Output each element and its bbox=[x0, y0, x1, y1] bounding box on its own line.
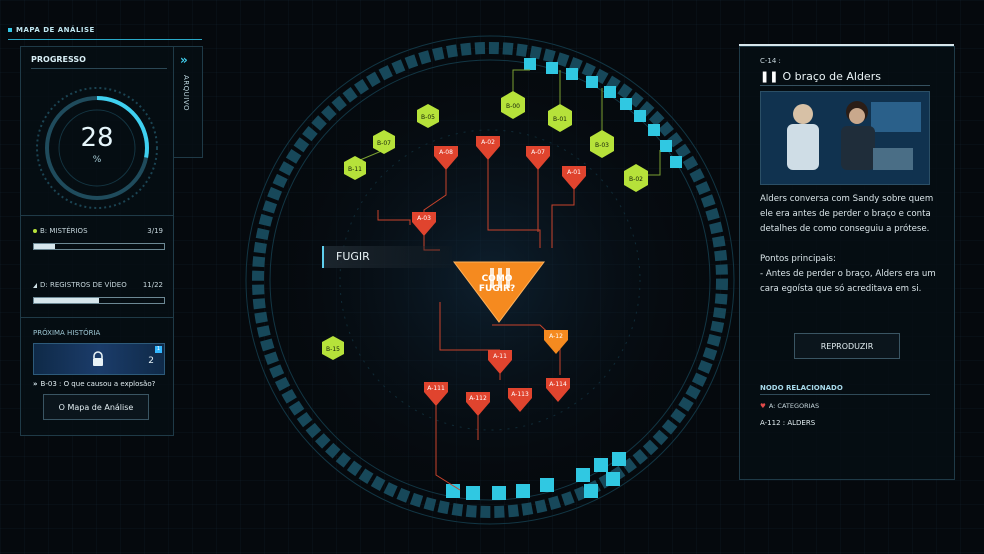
node-b-05[interactable]: B-05 bbox=[417, 104, 439, 128]
play-button[interactable]: REPRODUZIR bbox=[794, 333, 900, 359]
node-a-114[interactable]: A-114 bbox=[546, 378, 570, 402]
stat-mysteries-count: 3/19 bbox=[147, 227, 163, 235]
panel-separator bbox=[21, 215, 173, 216]
svg-text:A-03: A-03 bbox=[417, 215, 431, 222]
node-b-03[interactable]: B-03 bbox=[590, 130, 614, 158]
progress-value: 28 bbox=[80, 123, 114, 153]
next-story-badge: 1 bbox=[155, 346, 162, 353]
center-ring bbox=[339, 129, 641, 431]
inner-ring-line bbox=[269, 59, 711, 501]
next-story-title: PRÓXIMA HISTÓRIA bbox=[33, 329, 101, 337]
svg-text:B-00: B-00 bbox=[506, 103, 520, 110]
svg-text:A-12: A-12 bbox=[549, 333, 563, 340]
svg-text:B-05: B-05 bbox=[421, 114, 435, 121]
thumbnail-scene bbox=[761, 92, 929, 184]
heart-icon: ♥ bbox=[760, 402, 766, 410]
next-story-card[interactable]: 2 1 bbox=[33, 343, 165, 375]
video-thumbnail[interactable] bbox=[760, 91, 930, 185]
stat-videos-label: D: REGISTROS DE VÍDEO bbox=[33, 281, 127, 289]
header-label: MAPA DE ANÁLISE bbox=[8, 26, 95, 34]
double-chevron-right-icon: » bbox=[180, 53, 188, 67]
ring-lit-blocks bbox=[446, 58, 682, 500]
progress-gauge: 28 % bbox=[32, 83, 162, 213]
node-b-02[interactable]: B-02 bbox=[624, 164, 648, 192]
progress-title-line bbox=[31, 68, 167, 69]
progress-unit: % bbox=[92, 155, 102, 165]
outer-ring bbox=[252, 42, 728, 518]
svg-text:B-03: B-03 bbox=[595, 142, 609, 149]
detail-title-line bbox=[760, 85, 930, 86]
svg-text:B-07: B-07 bbox=[377, 140, 391, 147]
header-rule bbox=[8, 39, 202, 40]
progress-title: PROGRESSO bbox=[31, 55, 86, 64]
outer-ring-line bbox=[245, 35, 735, 525]
left-panel: PROGRESSO 28 % B: MISTÉRIOS 3/19 D: REGI… bbox=[20, 46, 174, 436]
node-b-01[interactable]: B-01 bbox=[548, 104, 572, 132]
svg-text:A-113: A-113 bbox=[511, 391, 529, 398]
stat-mysteries-label: B: MISTÉRIOS bbox=[33, 227, 88, 235]
fugir-label-box[interactable]: FUGIR bbox=[322, 246, 452, 268]
node-b-00[interactable]: B-00 bbox=[501, 91, 525, 119]
svg-text:B-01: B-01 bbox=[553, 116, 567, 123]
related-title-line bbox=[760, 394, 930, 395]
pause-icon: ❚❚ bbox=[760, 70, 779, 83]
video-icon bbox=[33, 282, 37, 288]
related-category: ♥A: CATEGORIAS bbox=[760, 402, 820, 410]
next-story-description[interactable]: »B-03 : O que causou a explosão? bbox=[33, 380, 156, 388]
svg-text:A-112: A-112 bbox=[469, 395, 487, 402]
stat-mysteries-bar-fill bbox=[34, 244, 55, 249]
svg-text:B-11: B-11 bbox=[348, 166, 362, 173]
fugir-label: FUGIR bbox=[336, 250, 370, 263]
panel-separator bbox=[21, 317, 173, 318]
svg-text:B-02: B-02 bbox=[629, 176, 643, 183]
node-a-08[interactable]: A-08 bbox=[434, 146, 458, 170]
node-a-07[interactable]: A-07 bbox=[526, 146, 550, 170]
svg-text:A-08: A-08 bbox=[439, 149, 453, 156]
node-a-02[interactable]: A-02 bbox=[476, 136, 500, 160]
node-b-15[interactable]: B-15 bbox=[322, 336, 344, 360]
stat-mysteries-bar bbox=[33, 243, 165, 250]
node-a-01[interactable]: A-01 bbox=[562, 166, 586, 190]
node-a-12[interactable]: A-12 bbox=[544, 330, 568, 354]
svg-text:B-15: B-15 bbox=[326, 346, 340, 353]
svg-text:A-111: A-111 bbox=[427, 385, 445, 392]
detail-body: Alders conversa com Sandy sobre quem ele… bbox=[760, 194, 936, 294]
svg-text:A-11: A-11 bbox=[493, 353, 507, 360]
detail-title: ❚❚O braço de Alders bbox=[760, 70, 881, 83]
center-node[interactable] bbox=[453, 261, 545, 323]
double-chevron-icon: » bbox=[33, 380, 38, 388]
node-a-11[interactable]: A-11 bbox=[488, 350, 512, 374]
svg-text:A-114: A-114 bbox=[549, 381, 567, 388]
svg-text:A-01: A-01 bbox=[567, 169, 581, 176]
bullet-icon bbox=[33, 229, 37, 233]
lock-icon bbox=[93, 351, 103, 366]
related-title: NODO RELACIONADO bbox=[760, 384, 843, 392]
gauge-ring bbox=[36, 87, 158, 209]
node-a-111[interactable]: A-111 bbox=[424, 382, 448, 406]
archive-tab[interactable]: » ARQUIVO bbox=[173, 46, 203, 158]
stat-videos-count: 11/22 bbox=[142, 281, 163, 289]
archive-tab-label: ARQUIVO bbox=[182, 75, 190, 112]
node-b-11[interactable]: B-11 bbox=[344, 156, 366, 180]
svg-text:A-02: A-02 bbox=[481, 139, 495, 146]
stat-videos-bar bbox=[33, 297, 165, 304]
node-b-07[interactable]: B-07 bbox=[373, 130, 395, 154]
node-a-03[interactable]: A-03 bbox=[412, 212, 436, 236]
stat-videos-bar-fill bbox=[34, 298, 99, 303]
right-panel: C-14 : ❚❚O braço de Alders Alders conver… bbox=[739, 46, 955, 480]
analysis-map-button[interactable]: O Mapa de Análise bbox=[43, 394, 149, 420]
svg-text:A-07: A-07 bbox=[531, 149, 545, 156]
detail-code: C-14 : bbox=[760, 57, 781, 65]
next-story-count: 2 bbox=[148, 356, 154, 366]
right-panel-topbar bbox=[739, 44, 954, 46]
node-a-112[interactable]: A-112 bbox=[466, 392, 490, 416]
related-item[interactable]: A-112 : ALDERS bbox=[760, 419, 816, 427]
center-node-label: COMO FUGIR? bbox=[478, 274, 516, 294]
node-a-113[interactable]: A-113 bbox=[508, 388, 532, 412]
